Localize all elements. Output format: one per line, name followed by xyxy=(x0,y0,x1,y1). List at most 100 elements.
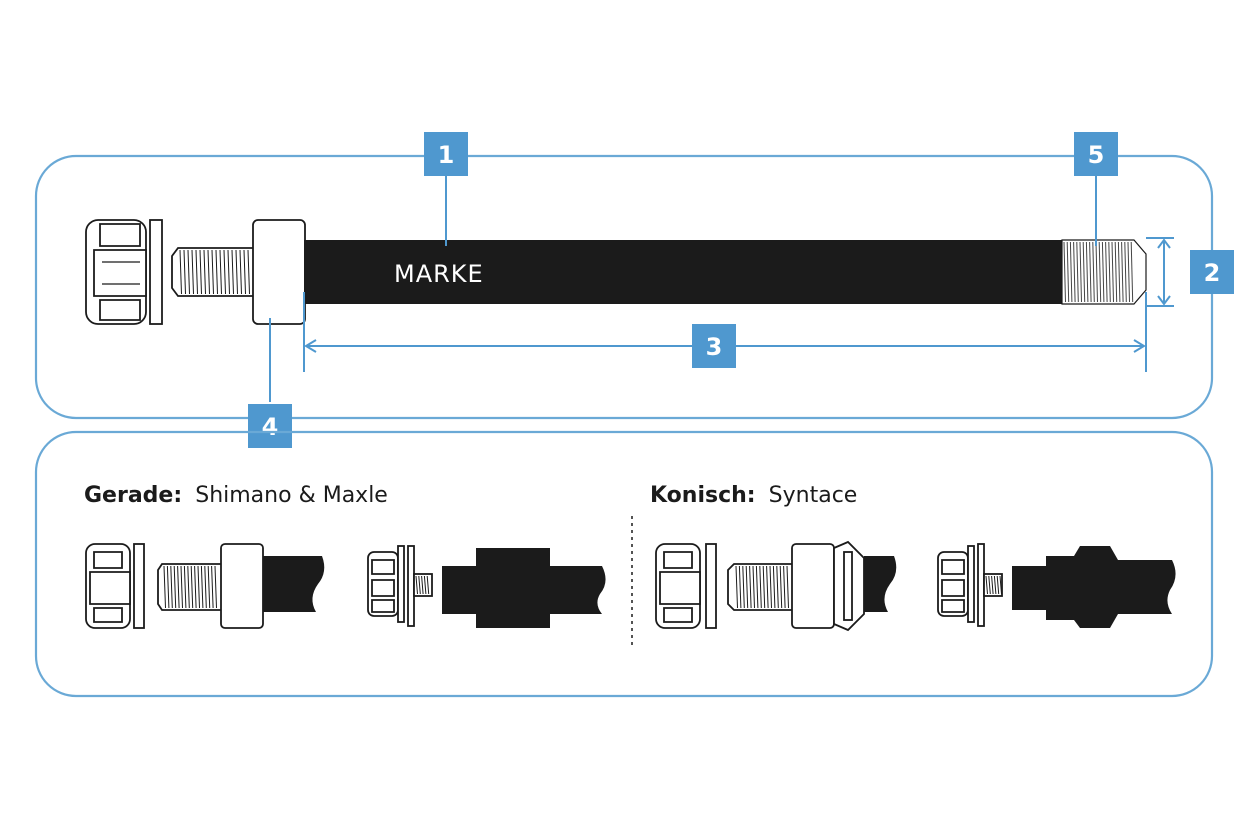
thread-line xyxy=(1105,241,1108,303)
thread-line xyxy=(247,249,250,295)
thread-line xyxy=(1101,241,1105,303)
thread-line xyxy=(235,249,238,295)
thread-line xyxy=(215,249,218,295)
badge-2: 2 xyxy=(1190,250,1234,294)
thread-line xyxy=(755,565,759,609)
thread-line xyxy=(194,565,197,609)
thread-line xyxy=(200,565,204,609)
thread-line xyxy=(996,575,1000,595)
thread-line xyxy=(179,249,182,295)
thread-line xyxy=(772,565,776,609)
thread-line xyxy=(999,575,1002,595)
thread-line xyxy=(759,565,762,609)
thread-line xyxy=(211,249,214,295)
thread-line xyxy=(191,249,194,295)
thread-line xyxy=(163,565,166,609)
thread-line xyxy=(786,565,789,609)
svg-text:3: 3 xyxy=(706,333,723,361)
conical-heading: Konisch: Syntace xyxy=(650,483,857,508)
thread-line xyxy=(762,565,766,609)
thread-line xyxy=(421,575,424,595)
thread-line xyxy=(766,565,769,609)
thread-line xyxy=(993,575,997,595)
thread-line xyxy=(745,565,749,609)
thread-line xyxy=(1095,241,1098,303)
straight-heading: Gerade: Shimano & Maxle xyxy=(84,483,388,508)
thread-line xyxy=(1082,241,1086,303)
thread-line xyxy=(227,249,230,295)
thread-line xyxy=(183,249,186,295)
bottom-panel xyxy=(34,430,1214,698)
thread-line xyxy=(426,575,430,595)
axle-head xyxy=(252,219,306,325)
axle-thread-stub xyxy=(171,247,255,297)
thread-line xyxy=(769,565,772,609)
thread-line xyxy=(418,575,421,595)
axle-threaded-end xyxy=(1061,239,1147,305)
thread-line xyxy=(1114,241,1118,303)
badge-4: 4 xyxy=(248,404,292,448)
thread-line xyxy=(173,565,177,609)
thread-line xyxy=(243,249,246,295)
svg-text:1: 1 xyxy=(438,141,455,169)
thread-line xyxy=(231,249,234,295)
conical-nut-side-view xyxy=(937,543,1176,628)
thread-line xyxy=(749,565,752,609)
thread-line xyxy=(195,249,198,295)
thread-line xyxy=(1117,241,1121,303)
thread-line xyxy=(779,565,783,609)
thread-line xyxy=(1127,241,1130,303)
svg-text:2: 2 xyxy=(1204,259,1221,287)
thread-line xyxy=(207,565,211,609)
thread-line xyxy=(223,249,226,295)
axle-washer xyxy=(149,219,163,325)
thread-line xyxy=(211,565,214,609)
thread-line xyxy=(783,565,786,609)
thread-line xyxy=(1079,241,1082,303)
thread-line xyxy=(190,565,194,609)
thread-line xyxy=(166,565,170,609)
thread-line xyxy=(752,565,755,609)
thread-line xyxy=(1098,241,1102,303)
straight-axle-side-view xyxy=(85,543,325,629)
conical-axle-side-view xyxy=(655,540,897,632)
thread-line xyxy=(170,565,173,609)
thread-line xyxy=(207,249,210,295)
brand-label: MARKE xyxy=(394,260,484,288)
thread-line xyxy=(1085,241,1089,303)
straight-nut-side-view xyxy=(367,545,606,628)
thread-line xyxy=(988,575,991,595)
thread-line xyxy=(199,249,202,295)
thread-line xyxy=(183,565,187,609)
svg-text:4: 4 xyxy=(262,413,279,441)
thread-line xyxy=(1108,241,1111,303)
thread-line xyxy=(177,565,180,609)
thread-line xyxy=(776,565,779,609)
thread-line xyxy=(985,575,988,595)
thread-line xyxy=(1092,241,1095,303)
thread-line xyxy=(991,575,994,595)
svg-text:5: 5 xyxy=(1088,141,1105,169)
axle-nut xyxy=(85,219,147,325)
thread-line xyxy=(203,249,206,295)
badge-5: 5 xyxy=(1074,132,1118,176)
thread-line xyxy=(742,565,745,609)
thread-line xyxy=(735,565,738,609)
thread-line xyxy=(219,249,222,295)
thread-line xyxy=(1076,241,1079,303)
thread-line xyxy=(423,575,427,595)
thread-line xyxy=(1063,241,1066,303)
diameter-dimension xyxy=(1146,237,1174,307)
thread-line xyxy=(214,565,217,609)
thread-line xyxy=(1124,241,1127,303)
badge-1: 1 xyxy=(424,132,468,176)
thread-line xyxy=(738,565,742,609)
axle-shaft xyxy=(304,240,1062,304)
thread-line xyxy=(187,565,190,609)
thread-line xyxy=(1089,241,1092,303)
thread-line xyxy=(1111,241,1114,303)
badge-3: 3 xyxy=(692,324,736,368)
thread-line xyxy=(1069,241,1073,303)
thread-line xyxy=(1073,241,1076,303)
